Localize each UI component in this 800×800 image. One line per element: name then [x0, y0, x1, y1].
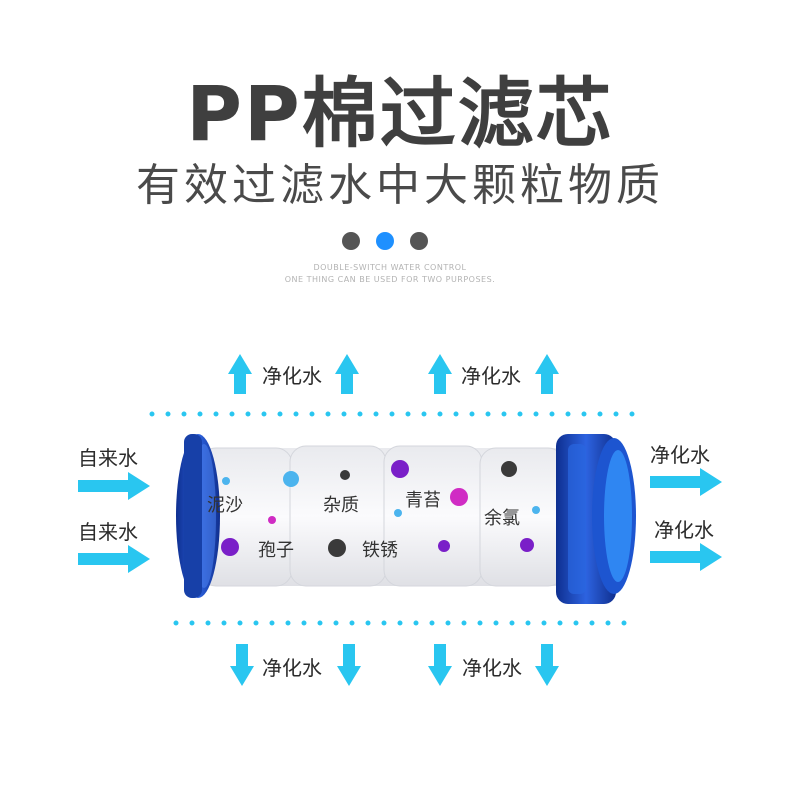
- particle: [501, 461, 517, 477]
- particle: [340, 470, 350, 480]
- gray-dot-right: [410, 232, 428, 250]
- tagline-line-1: DOUBLE-SWITCH WATER CONTROL: [313, 263, 467, 272]
- particle: [394, 509, 402, 517]
- right-end-cap: [556, 434, 636, 604]
- up-arrow-icon: [228, 354, 252, 394]
- clean-water-label: 净化水: [461, 364, 521, 388]
- up-arrow-icon: [428, 354, 452, 394]
- up-arrow-icon: [335, 354, 359, 394]
- impurity-label-spores: 孢子: [258, 540, 294, 561]
- particle: [532, 506, 540, 514]
- particle: [222, 477, 230, 485]
- particle: [221, 538, 239, 556]
- right-arrow-icon: [78, 545, 150, 573]
- clean-water-label: 净化水: [262, 364, 322, 388]
- blue-dot-center: [376, 232, 394, 250]
- clean-water-label: 净化水: [650, 443, 710, 467]
- gray-dot-left: [342, 232, 360, 250]
- tagline-line-2: ONE THING CAN BE USED FOR TWO PURPOSES.: [284, 275, 496, 284]
- up-arrow-icon: [535, 354, 559, 394]
- left-end-cap: [176, 434, 220, 598]
- clean-water-label: 净化水: [654, 518, 714, 542]
- right-arrow-icon: [650, 543, 722, 571]
- down-arrow-icon: [428, 644, 452, 686]
- page-title: PP棉过滤芯: [186, 69, 614, 158]
- down-arrow-icon: [535, 644, 559, 686]
- impurity-label-silt: 泥沙: [207, 495, 243, 516]
- down-arrow-icon: [337, 644, 361, 686]
- impurity-label-impurities: 杂质: [323, 495, 359, 516]
- impurity-label-rust: 铁锈: [362, 540, 398, 561]
- particle: [438, 540, 450, 552]
- particle: [268, 516, 276, 524]
- clean-water-label: 净化水: [262, 656, 322, 680]
- right-arrow-icon: [650, 468, 722, 496]
- tap-water-label: 自来水: [78, 520, 138, 544]
- particle: [450, 488, 468, 506]
- particle: [391, 460, 409, 478]
- right-arrow-icon: [78, 472, 150, 500]
- page-subtitle: 有效过滤水中大颗粒物质: [136, 160, 664, 211]
- tap-water-label: 自来水: [78, 446, 138, 470]
- impurity-label-chlorine: 余氯: [484, 508, 520, 529]
- particle: [283, 471, 299, 487]
- down-arrow-icon: [230, 644, 254, 686]
- impurity-label-moss: 青苔: [405, 490, 441, 511]
- particle: [520, 538, 534, 552]
- clean-water-label: 净化水: [462, 656, 522, 680]
- particle: [328, 539, 346, 557]
- pagination-dots: [342, 232, 428, 250]
